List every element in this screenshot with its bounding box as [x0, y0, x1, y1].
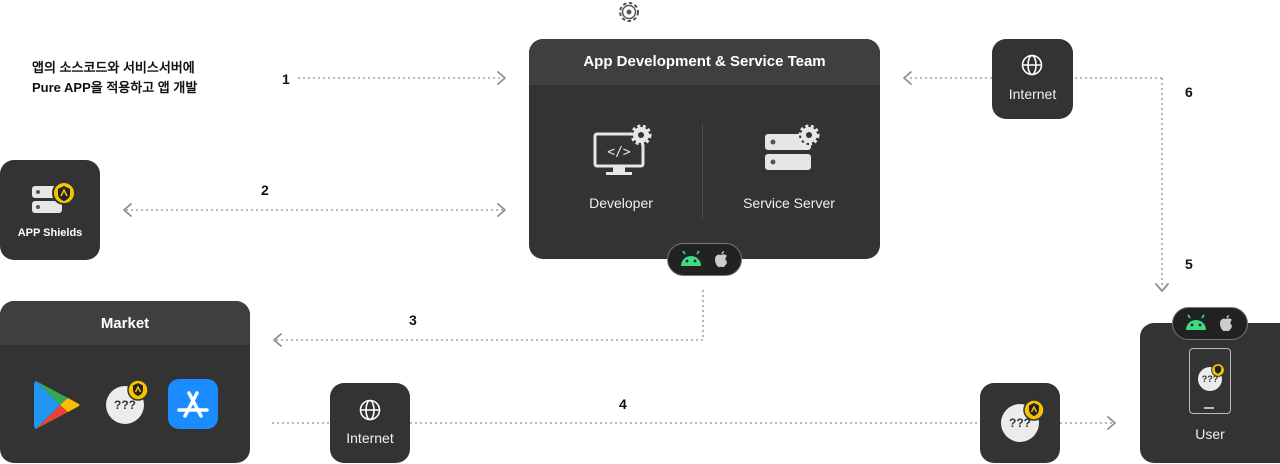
os-pill-team: [667, 243, 742, 276]
shield-icon: [127, 379, 149, 401]
step-3: 3: [409, 312, 417, 328]
protected-app-card: ???: [980, 383, 1060, 463]
service-server-label: Service Server: [743, 195, 835, 211]
step-1: 1: [282, 71, 290, 87]
dev-note-line1: 앱의 소스코드와 서비스서버에: [32, 60, 195, 75]
team-header: [529, 39, 880, 85]
server-icon: [765, 124, 820, 170]
internet-card-bottom: Internet: [330, 383, 410, 463]
market-header: [0, 301, 250, 345]
google-play-icon: [34, 381, 80, 429]
apple-icon: [715, 251, 727, 268]
internet-label-bottom: Internet: [346, 430, 394, 446]
team-title: App Development & Service Team: [583, 53, 826, 70]
internet-label-top: Internet: [1008, 86, 1057, 102]
internet-card-top: Internet: [992, 39, 1073, 119]
code-monitor-icon: </>: [593, 124, 652, 175]
top-gear-icon: [619, 2, 639, 22]
os-pill-user: [1172, 307, 1248, 340]
step-5: 5: [1185, 256, 1193, 272]
shield-icon: [1023, 399, 1045, 421]
phone-home-bar: [1204, 407, 1214, 409]
team-divider: [702, 123, 703, 219]
shield-server-icon: [32, 181, 76, 213]
developer-label: Developer: [589, 195, 653, 211]
user-card: ??? User: [1140, 323, 1280, 463]
shield-icon: [1211, 363, 1225, 377]
step-6: 6: [1185, 84, 1193, 100]
market-card: Market ???: [0, 301, 250, 463]
app-shields-card: APP Shields: [0, 160, 100, 260]
step-2: 2: [261, 182, 269, 198]
app-shields-label: APP Shields: [17, 227, 83, 239]
apple-icon: [1220, 315, 1232, 332]
globe-icon: [359, 399, 381, 421]
step-4: 4: [619, 396, 627, 412]
protected-app-badge-text: ???: [1009, 416, 1031, 430]
dev-note: 앱의 소스코드와 서비스서버에 Pure APP을 적용하고 앱 개발: [32, 58, 197, 98]
market-title: Market: [100, 315, 150, 332]
globe-icon: [1021, 54, 1043, 76]
android-icon: [681, 250, 701, 266]
android-icon: [1186, 314, 1206, 330]
team-card: App Development & Service Team </> Devel…: [529, 39, 880, 259]
app-store-icon: [168, 379, 218, 429]
user-app-badge-text: ???: [1201, 374, 1219, 384]
market-app-badge-text: ???: [114, 398, 136, 412]
svg-text:</>: </>: [607, 145, 631, 160]
dev-note-line2: Pure APP을 적용하고 앱 개발: [32, 80, 198, 95]
user-label: User: [1195, 426, 1225, 442]
phone-icon: [1189, 348, 1231, 414]
